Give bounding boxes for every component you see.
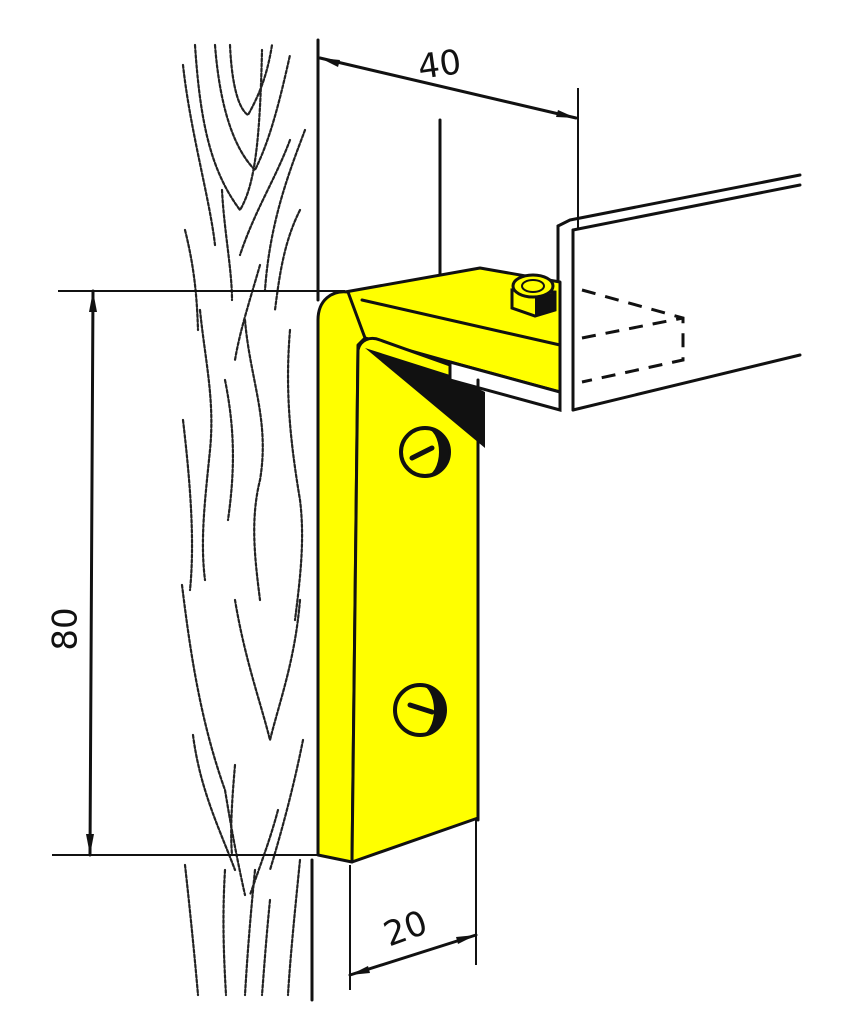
hidden-shelf-board <box>581 288 685 384</box>
steel-angle-profile <box>438 118 802 412</box>
screw-upper <box>399 426 451 478</box>
dimension-label-top-width: 40 <box>415 42 464 88</box>
wooden-post <box>180 38 320 1002</box>
screw-lower <box>393 683 447 737</box>
yellow-angle-bracket <box>316 266 562 864</box>
hex-bolt <box>510 273 557 318</box>
dimension-bottom-width <box>348 820 478 990</box>
dimension-top-width <box>318 56 579 230</box>
dimension-label-height: 80 <box>45 607 86 651</box>
dimension-height <box>52 289 345 857</box>
